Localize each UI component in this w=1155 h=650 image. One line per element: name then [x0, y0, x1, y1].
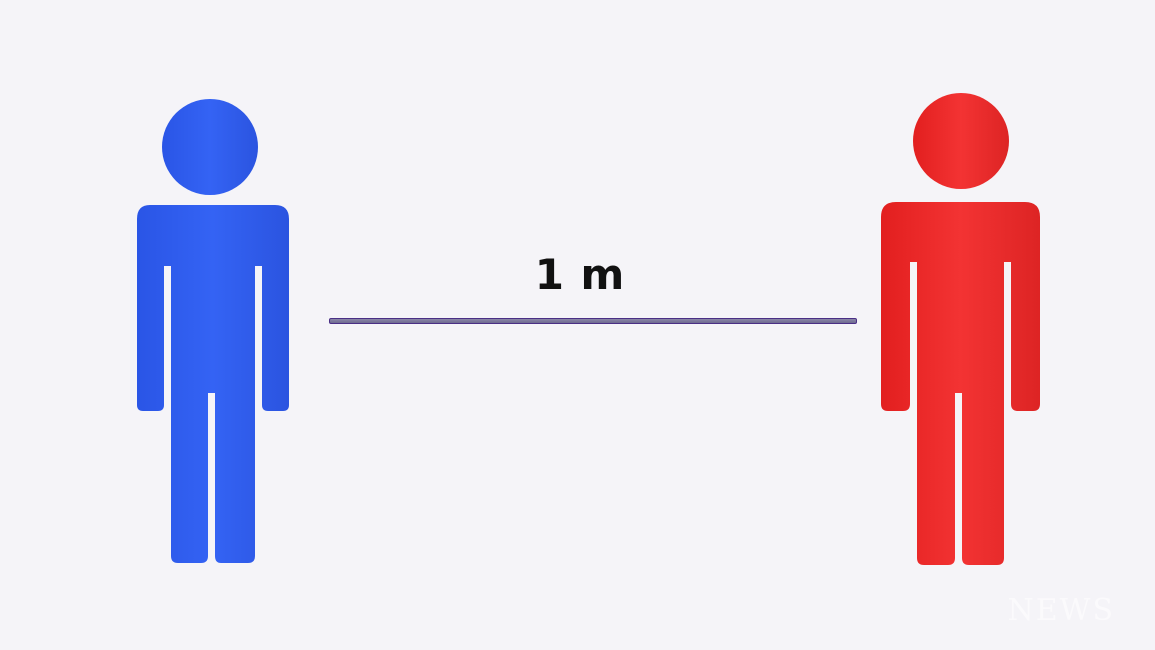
- distance-line: [329, 318, 857, 324]
- left-person-head: [162, 99, 258, 195]
- right-person-head: [913, 93, 1009, 189]
- watermark-logo: NEWS: [1007, 593, 1115, 628]
- distance-label: 1 m: [534, 250, 626, 299]
- right-person-body: [881, 202, 1040, 565]
- left-person-body: [137, 205, 289, 563]
